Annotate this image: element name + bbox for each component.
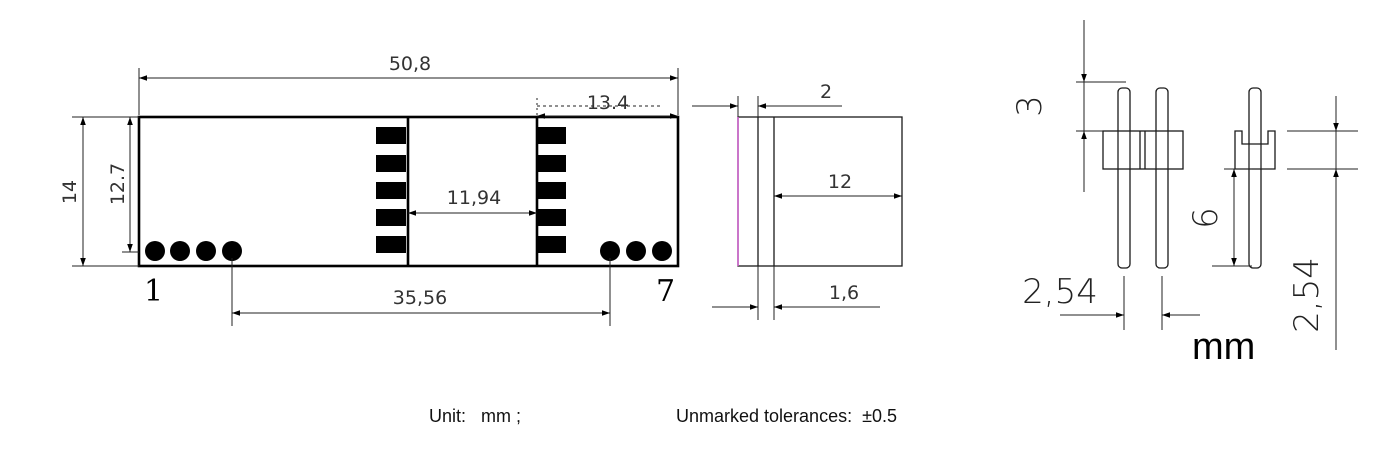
dim-middle-gap: 11,94 <box>447 187 501 209</box>
pin-holes-right <box>600 241 672 261</box>
side-view: 2 12 1,6 <box>692 81 903 320</box>
dim-side-width: 12 <box>828 171 852 193</box>
dim-pitch-left: 2,54 <box>1022 272 1098 312</box>
header-body <box>1102 130 1184 170</box>
unit-label: mm <box>1192 326 1255 368</box>
pin-holes-left <box>145 241 242 261</box>
pin-number-last: 7 <box>656 274 675 309</box>
dim-side-bottom: 1,6 <box>829 282 859 304</box>
unit-note: Unit: mm ; <box>429 406 522 426</box>
pad-column-right <box>538 127 566 253</box>
dim-height-outer: 14 <box>59 180 81 204</box>
dim-header-top: 3 <box>1010 95 1050 117</box>
tolerance-note: Unmarked tolerances: ±0.5 <box>676 406 897 426</box>
header-pin-right <box>1155 87 1169 269</box>
dim-height-inner: 12.7 <box>107 163 129 205</box>
dim-header-mid: 6 <box>1186 207 1226 229</box>
side-outline <box>737 116 903 267</box>
dim-total-length: 50,8 <box>389 53 431 75</box>
dim-pitch-right: 2,54 <box>1287 257 1327 333</box>
pin-number-first: 1 <box>144 274 163 309</box>
pin-header-detail: 3 6 2,54 2,54 mm <box>1010 20 1358 368</box>
header-pin-side <box>1248 87 1262 269</box>
dim-pin-span: 35,56 <box>393 287 447 309</box>
front-view: 50,8 13.4 14 12.7 11,94 35,56 1 7 <box>59 53 680 326</box>
header-pin-left <box>1117 87 1131 269</box>
dim-right-section: 13.4 <box>587 92 629 114</box>
pad-column-left <box>376 127 406 253</box>
dim-side-top: 2 <box>820 81 832 103</box>
